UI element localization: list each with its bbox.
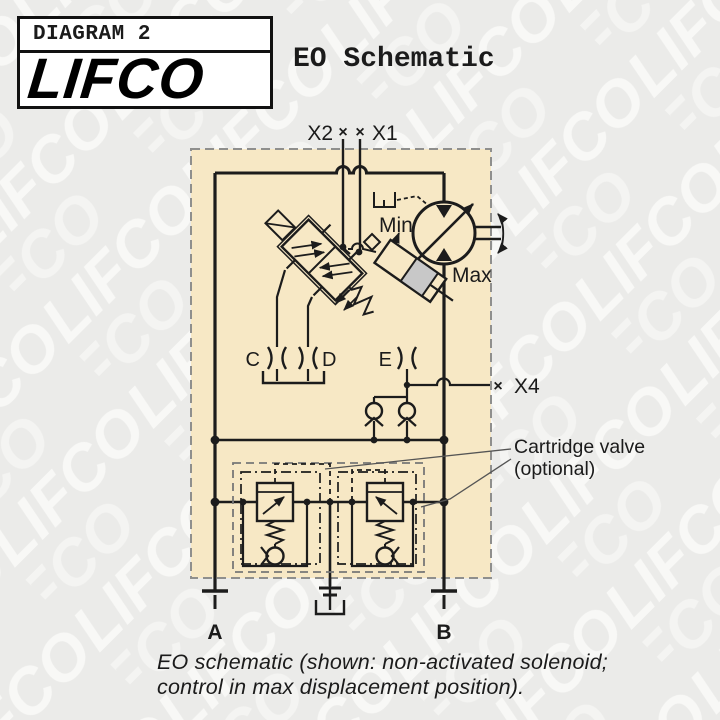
caption: EO schematic (shown: non-activated solen… [157, 650, 608, 700]
annotation-line2: (optional) [514, 458, 595, 480]
check-valve-ball [375, 546, 395, 566]
check-valve-seat [397, 416, 417, 427]
pilot-line [274, 463, 331, 500]
check-valves [364, 385, 417, 440]
leader-line [324, 448, 512, 470]
flow-triangle [436, 205, 452, 218]
override-arrow [343, 296, 358, 311]
motor-shaft [475, 213, 508, 254]
spring-symbol [263, 520, 287, 545]
x4-port-line: × X4 [403, 375, 540, 398]
cartridge-annotation: Cartridge valve (optional) [324, 436, 645, 508]
solenoid-control-valve [264, 209, 377, 316]
port-label-b: B [436, 621, 451, 644]
plug-mark-icon: × [493, 378, 502, 395]
cartridge-box [337, 471, 417, 565]
caption-line2: control in max displacement position). [157, 674, 525, 699]
junction-dot [355, 248, 363, 256]
leader-line [420, 458, 512, 508]
piston [399, 256, 440, 298]
cartridge-option-boundary [232, 462, 425, 573]
relief-valve-body [365, 481, 405, 523]
work-ports [202, 578, 457, 616]
logo-block: DIAGRAM 2 LIFCO [17, 16, 273, 109]
port-label-e: E [379, 349, 392, 371]
relief-valve-left [240, 463, 331, 568]
caption-line1: EO schematic (shown: non-activated solen… [157, 650, 608, 674]
label-max: Max [452, 264, 492, 287]
port-label-x4: X4 [514, 375, 540, 398]
port-label-a: A [207, 621, 222, 644]
junction-dot [339, 243, 347, 251]
port-label-c: C [246, 349, 260, 371]
cartridge-box [240, 471, 321, 565]
variable-motor-symbol: Min Max [373, 192, 508, 287]
valve-to-cylinder-line [348, 242, 377, 253]
port-label-x1: X1 [372, 122, 398, 145]
diagram-label: DIAGRAM 2 [20, 19, 270, 53]
plug-mark-icon: × [338, 124, 347, 141]
port-label-x2: X2 [307, 122, 333, 145]
check-valve-seat [390, 546, 400, 566]
override-arrow [335, 289, 350, 304]
page-title: EO Schematic [293, 44, 495, 75]
port-label-d: D [322, 349, 336, 371]
pilot-line [351, 469, 386, 500]
tank-symbol [314, 578, 346, 616]
displacement-arrow [410, 203, 474, 267]
annotation-line1: Cartridge valve [514, 436, 645, 458]
adjuster-diamond [362, 232, 382, 252]
check-valve-seat [260, 546, 270, 566]
case-drain-symbol [373, 192, 430, 208]
tank-bracket [261, 371, 326, 385]
relief-valve-body [255, 481, 295, 523]
piston-rod [429, 283, 454, 302]
spring-symbol [373, 520, 397, 545]
plug-mark-icon: × [355, 124, 364, 141]
gauge-ports [261, 269, 418, 385]
control-cylinder [362, 232, 454, 304]
check-valve-ball [265, 546, 285, 566]
check-valve-seat [364, 416, 384, 427]
rotation-arrow [497, 213, 508, 254]
relief-valve-right [337, 469, 417, 568]
label-min: Min [379, 214, 413, 237]
flow-triangle [436, 248, 452, 261]
pilot-lines-x2-x1: × × X2 X1 [307, 122, 398, 251]
